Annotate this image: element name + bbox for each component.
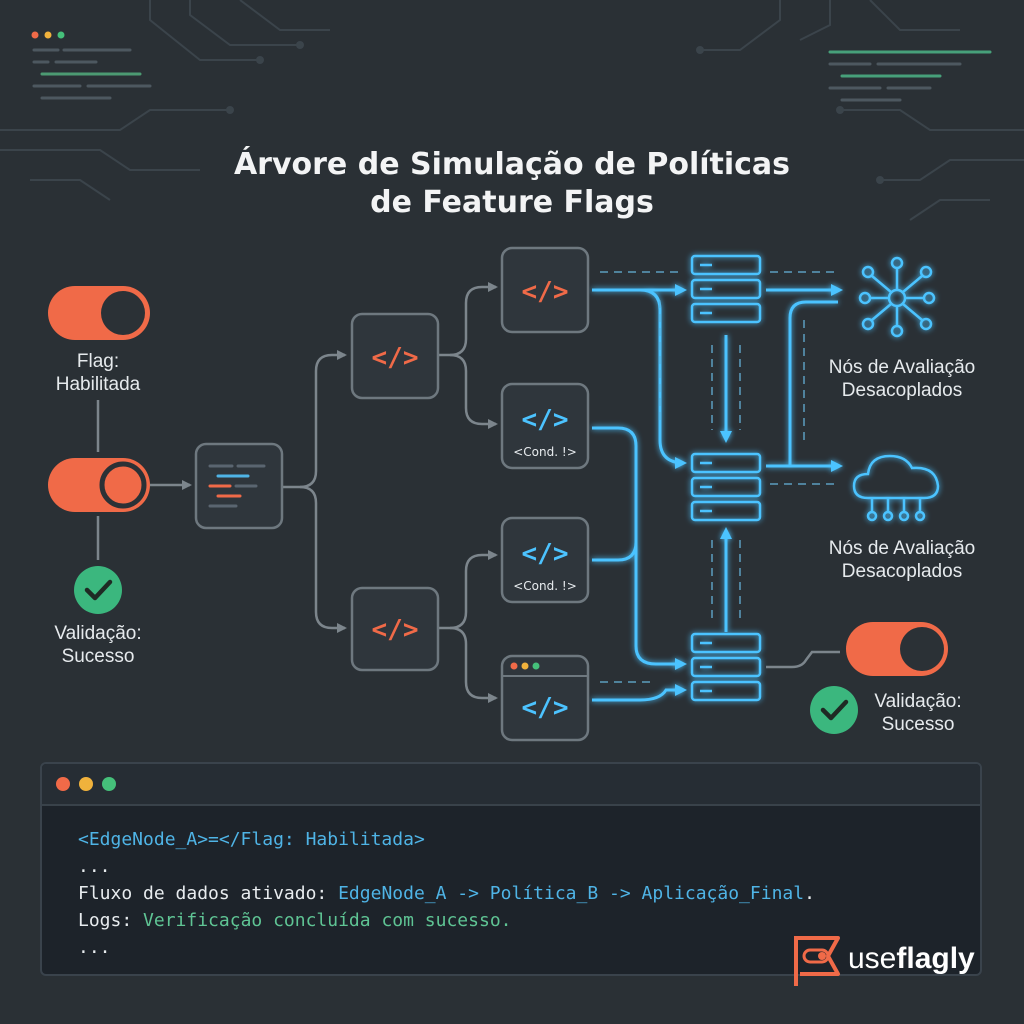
terminal-line-4: Logs: Verificação concluída com sucesso.	[78, 907, 815, 934]
flag-label-line-2: Habilitada	[55, 374, 141, 395]
flag-label: Flag: Habilitada	[28, 350, 168, 396]
eval-nodes-top-line-2: Desacoplados	[841, 380, 963, 401]
flag-label-line-1: Flag:	[76, 351, 120, 372]
eval-nodes-bottom-line-2: Desacoplados	[841, 561, 963, 582]
code-node-orange-1[interactable]: </>	[350, 312, 440, 400]
terminal-line-3-prefix: Fluxo de dados ativado:	[78, 883, 339, 904]
close-dot-icon[interactable]	[56, 777, 70, 791]
terminal-title-bar	[42, 764, 980, 806]
document-lines-icon	[194, 442, 284, 530]
logo-text: useflagly	[848, 942, 975, 976]
server-stack-icon	[690, 254, 762, 324]
toggle-on-icon[interactable]	[846, 622, 948, 676]
eval-nodes-bottom-line-1: Nós de Avaliação	[828, 538, 976, 559]
validation-right-line-1: Validação:	[874, 691, 962, 712]
blue-connectors	[592, 284, 843, 702]
terminal-line-2: ...	[78, 856, 111, 877]
server-stack-icon	[690, 452, 762, 522]
flag-logo-icon	[794, 936, 840, 986]
check-icon	[74, 566, 122, 614]
server-stack-icon	[690, 632, 762, 702]
page-title: Árvore de Simulação de Políticas de Feat…	[0, 146, 1024, 222]
validation-label-left: Validação: Sucesso	[28, 622, 168, 668]
terminal-line-3-flow: EdgeNode_A -> Política_B -> Aplicação_Fi…	[338, 883, 805, 904]
code-icon: </>	[372, 615, 419, 645]
check-icon	[810, 686, 858, 734]
cond-label: <Cond. !>	[513, 445, 577, 459]
circuit-decoration	[0, 0, 1024, 221]
terminal-line-5: ...	[78, 937, 111, 958]
terminal-line-1: <EdgeNode_A>=</Flag: Habilitada>	[78, 829, 425, 850]
validation-label-right: Validação: Sucesso	[858, 690, 978, 736]
mini-code-window-left	[31, 31, 152, 100]
eval-nodes-top-line-1: Nós de Avaliação	[828, 357, 976, 378]
terminal-line-3: Fluxo de dados ativado: EdgeNode_A -> Po…	[78, 880, 815, 907]
terminal-line-4-prefix: Logs:	[78, 910, 144, 931]
eval-nodes-label-bottom: Nós de Avaliação Desacoplados	[800, 537, 1004, 583]
title-line-2: de Feature Flags	[370, 185, 654, 220]
validation-right-line-2: Sucesso	[881, 714, 955, 735]
terminal-line-4-msg: Verificação concluída com sucesso.	[143, 910, 512, 931]
validation-left-line-2: Sucesso	[61, 646, 135, 667]
code-icon: </>	[372, 343, 419, 373]
logo-text-bold: flagly	[896, 942, 975, 975]
terminal-line-3-suffix: .	[804, 883, 815, 904]
code-icon: </>	[522, 405, 569, 435]
network-nodes-icon	[858, 256, 936, 338]
browser-window-icon[interactable]: </>	[500, 654, 590, 742]
code-node-orange-2[interactable]: </>	[350, 586, 440, 672]
code-node-cond-1[interactable]: </> <Cond. !>	[500, 382, 590, 470]
data-flow-dashes	[600, 271, 840, 683]
toggle-ring-icon[interactable]	[48, 458, 150, 512]
toggle-on-icon[interactable]	[48, 286, 150, 340]
minimize-dot-icon[interactable]	[79, 777, 93, 791]
terminal-output: <EdgeNode_A>=</Flag: Habilitada>... Fluxo…	[78, 826, 815, 961]
maximize-dot-icon[interactable]	[102, 777, 116, 791]
code-node-cond-2[interactable]: </> <Cond. !>	[500, 516, 590, 604]
code-icon: </>	[522, 277, 569, 307]
cloud-network-icon	[852, 454, 940, 522]
title-line-1: Árvore de Simulação de Políticas	[233, 147, 791, 182]
code-node-orange-3[interactable]: </>	[500, 246, 590, 334]
eval-nodes-label-top: Nós de Avaliação Desacoplados	[800, 356, 1004, 402]
cond-label: <Cond. !>	[513, 579, 577, 593]
logo-text-regular: use	[848, 942, 897, 975]
useflagly-logo: useflagly	[790, 930, 1000, 990]
gray-connectors	[96, 282, 840, 703]
code-icon: </>	[522, 693, 569, 723]
code-icon: </>	[522, 539, 569, 569]
terminal-window: <EdgeNode_A>=</Flag: Habilitada>... Fluxo…	[40, 762, 982, 976]
validation-left-line-1: Validação:	[54, 623, 142, 644]
mini-code-window-right	[828, 50, 992, 102]
